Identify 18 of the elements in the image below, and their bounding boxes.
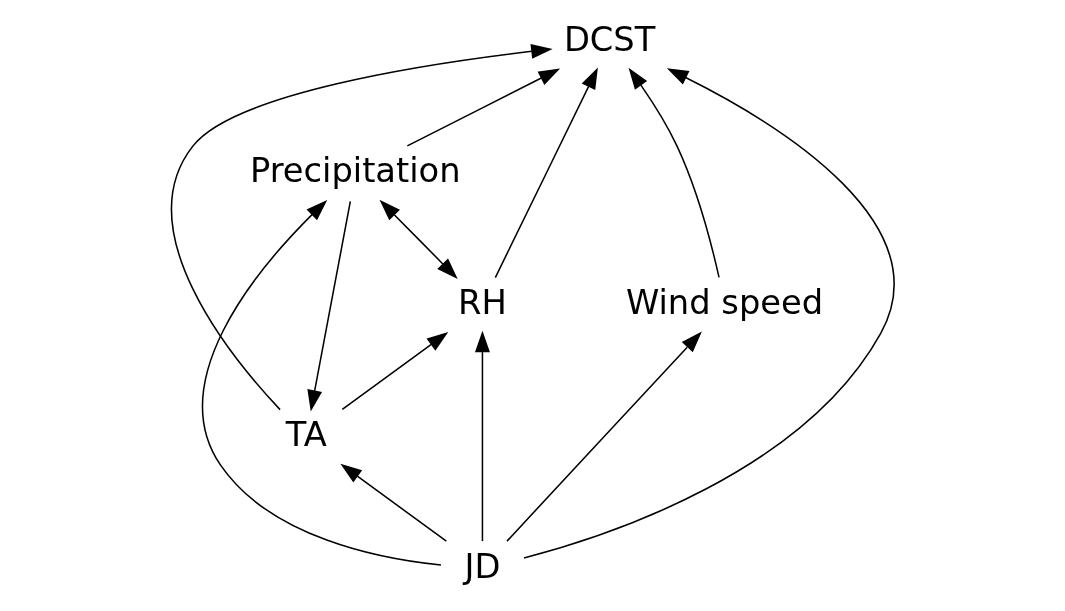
arrow xyxy=(201,199,442,566)
arrow xyxy=(494,67,598,279)
arrow xyxy=(505,331,702,542)
node-text: DCST xyxy=(563,19,655,59)
arrow xyxy=(341,332,448,411)
arrow xyxy=(306,200,351,412)
node-text: Precipitation xyxy=(249,151,461,191)
arrow xyxy=(379,199,458,279)
arrow xyxy=(628,67,720,279)
node-text: RH xyxy=(457,283,507,323)
node-text: Wind speed xyxy=(625,283,823,323)
arrow xyxy=(339,463,447,542)
node-text: TA xyxy=(285,414,327,454)
arrow xyxy=(522,68,895,559)
arrow xyxy=(406,68,560,147)
arrow xyxy=(474,330,490,542)
arrow xyxy=(170,43,553,411)
node-text: JD xyxy=(463,546,500,586)
